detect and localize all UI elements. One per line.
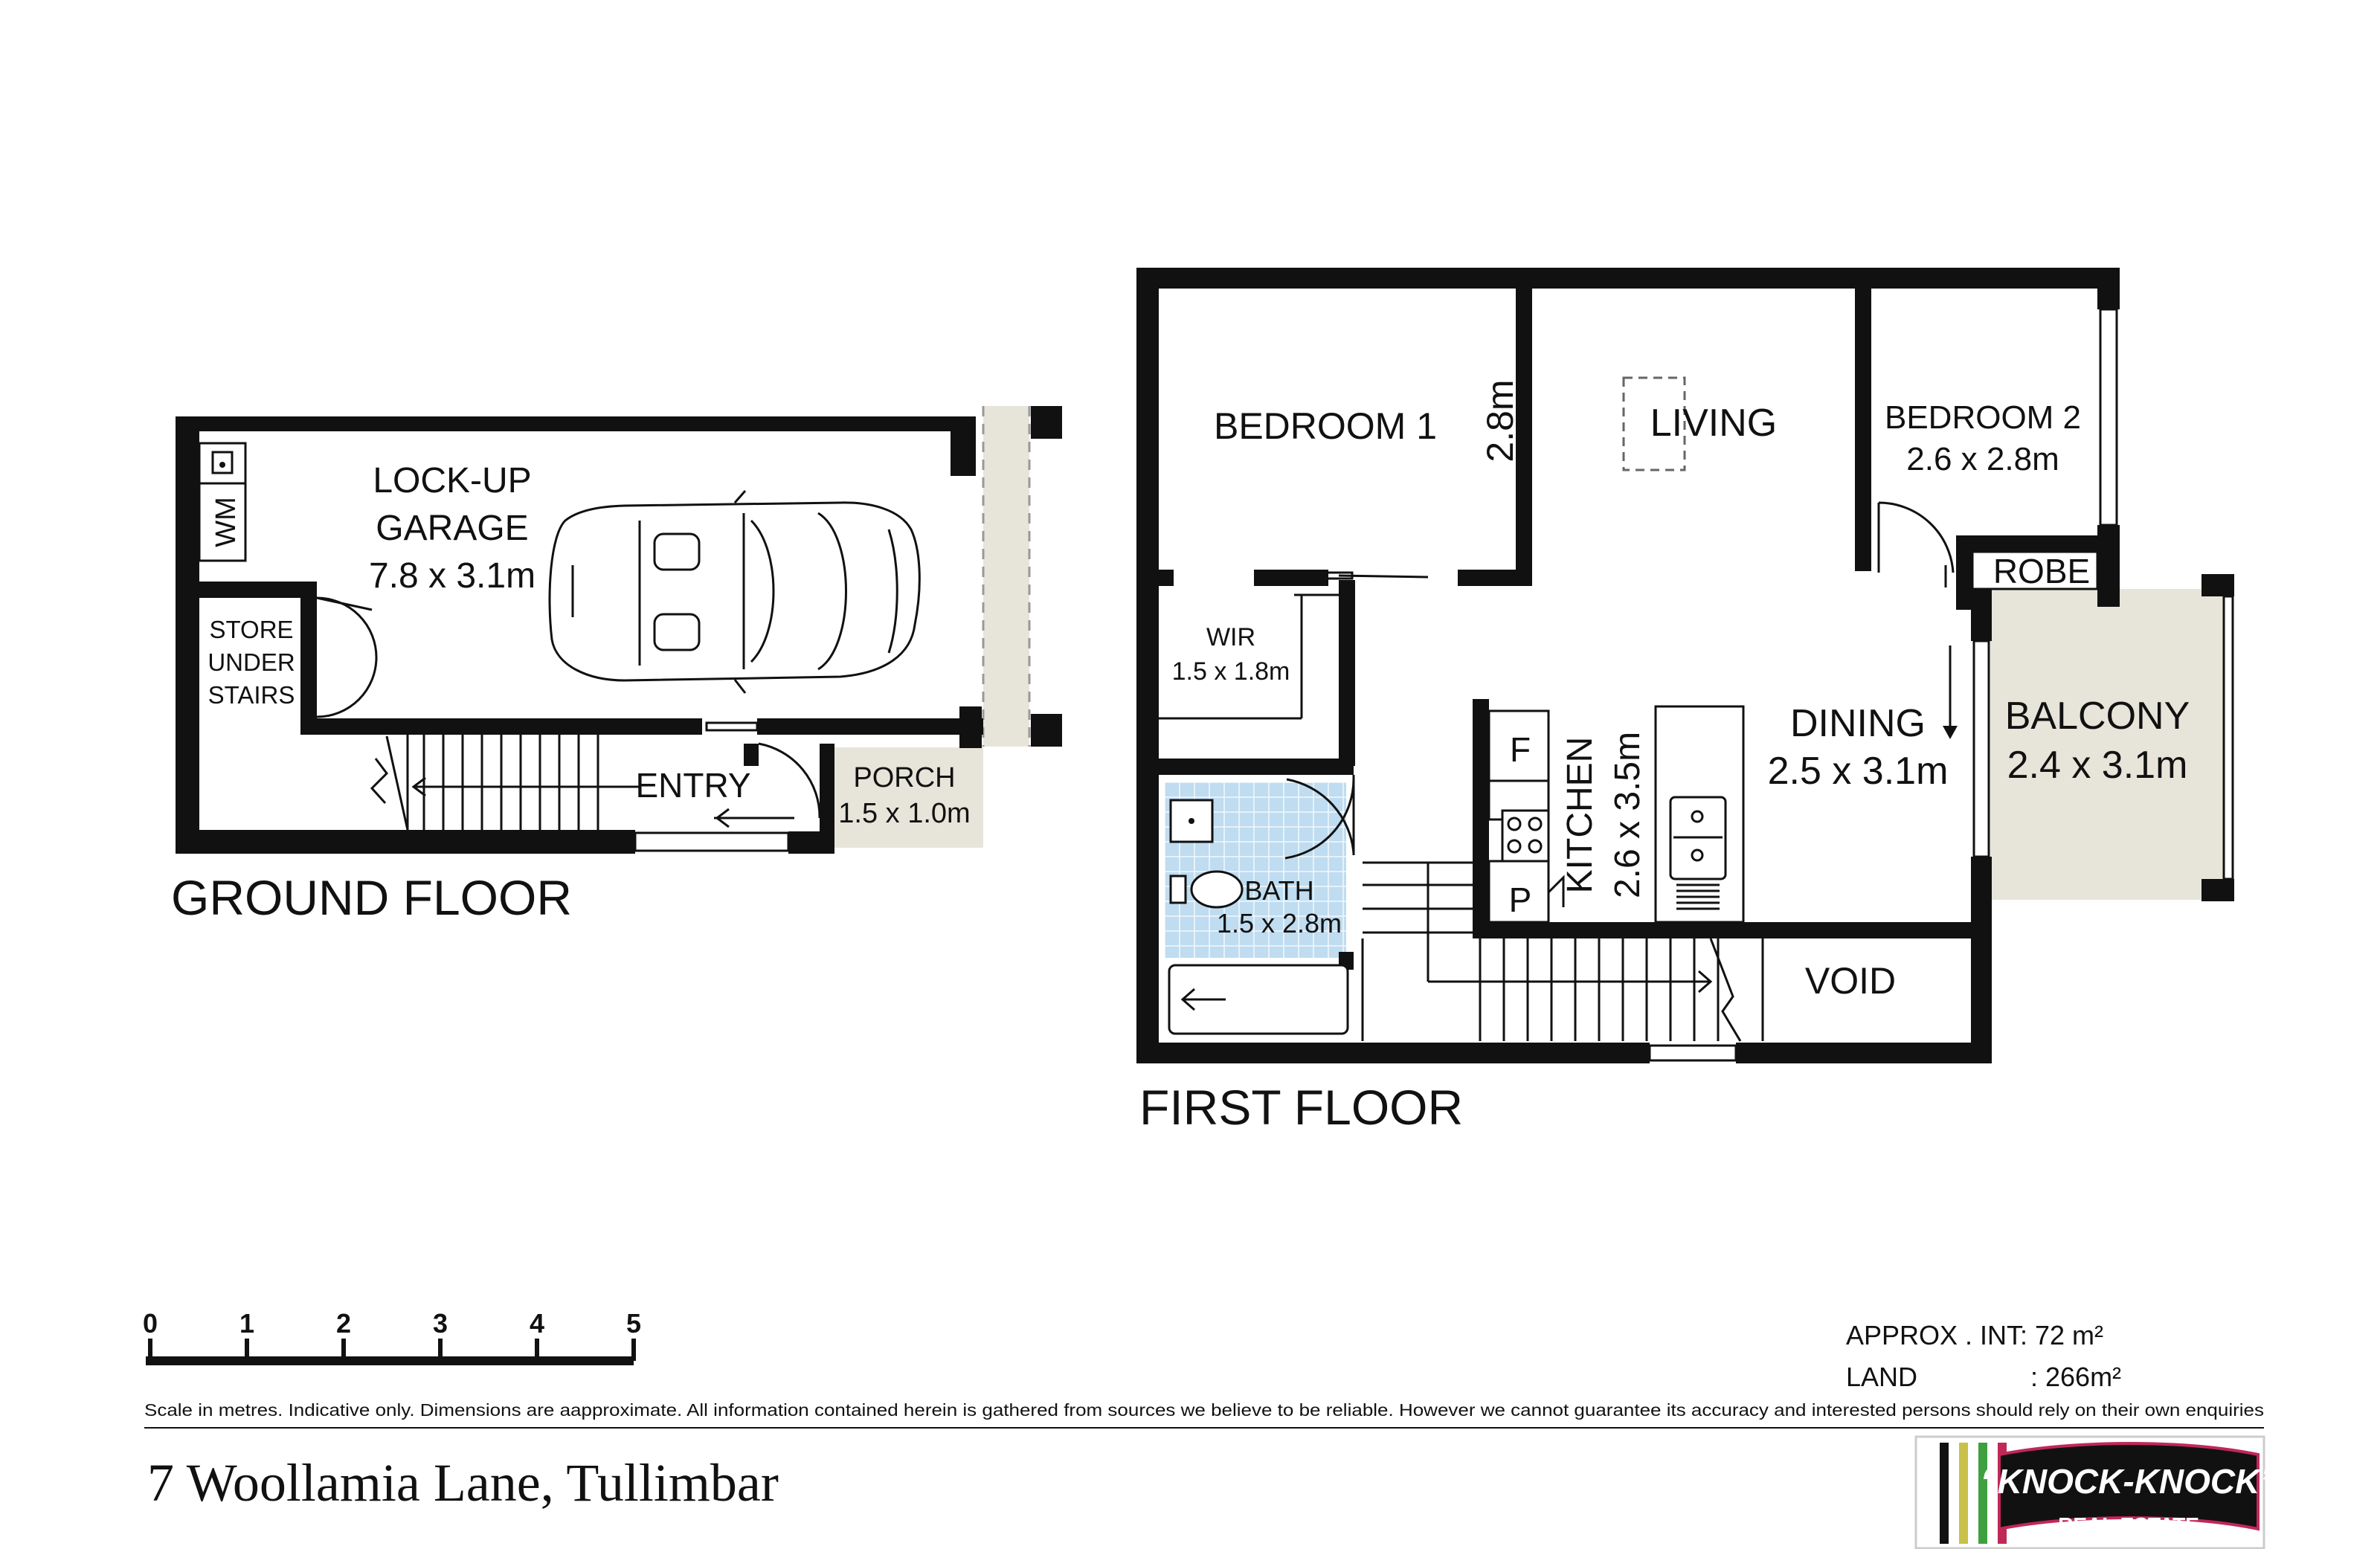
scale-tick-label: 4	[530, 1308, 544, 1339]
pantry-label: P	[1509, 880, 1532, 919]
bath-label: BATH	[1244, 875, 1313, 906]
scale-tick	[341, 1339, 346, 1361]
first-floor-title: FIRST FLOOR	[1139, 1080, 1463, 1135]
scale-tick-label: 1	[239, 1308, 254, 1339]
void-label: VOID	[1805, 960, 1896, 1002]
int-area-value: : 72 m²	[2020, 1320, 2103, 1350]
store-label-line3: STAIRS	[208, 681, 295, 709]
wm-label: WM	[210, 497, 242, 547]
scale-tick-label: 0	[143, 1308, 158, 1339]
ground-stairs	[370, 735, 794, 831]
garage-dims: 7.8 x 3.1m	[369, 556, 536, 596]
scale-tick	[535, 1339, 539, 1361]
scale-tick	[438, 1339, 443, 1361]
kitchen-label: KITCHEN	[1560, 737, 1600, 894]
land-area-label: LAND	[1846, 1362, 1917, 1392]
ground-floor-title: GROUND FLOOR	[171, 870, 572, 925]
garage-door-strip	[983, 406, 1029, 747]
logo-subtitle: REAL ESTATE	[2058, 1513, 2199, 1536]
bedroom1-label: BEDROOM 1	[1214, 405, 1437, 447]
bedroom1-dims: 2.8m	[1479, 379, 1521, 462]
scale-tick-label: 2	[336, 1308, 351, 1339]
store-label-line2: UNDER	[208, 648, 295, 676]
porch-area	[834, 747, 983, 848]
porch-label: PORCH	[853, 762, 955, 793]
wir-dims: 1.5 x 1.8m	[1172, 657, 1290, 686]
fridge-label: F	[1510, 730, 1531, 769]
balcony-label: BALCONY	[2005, 695, 2190, 738]
kitchen-dims: 2.6 x 3.5m	[1608, 732, 1647, 898]
land-area-value: : 266m²	[2030, 1362, 2121, 1392]
dining-dims: 2.5 x 3.1m	[1768, 750, 1949, 793]
store-label-line1: STORE	[209, 616, 293, 643]
area-summary: APPROX . INT : 72 m² LAND : 266m²	[1846, 1320, 2121, 1392]
car-icon	[548, 490, 921, 694]
scale-tick	[148, 1339, 152, 1361]
robe-label: ROBE	[1993, 552, 2090, 590]
ground-floor-plan: LOCK-UP GARAGE 7.8 x 3.1m WM STORE UNDER…	[171, 406, 1062, 925]
logo-name: “KNOCK-KNOCK”	[1981, 1462, 2277, 1501]
scale-bar: 0 1 2 3 4 5	[143, 1308, 641, 1365]
scale-tick-label: 5	[626, 1308, 641, 1339]
garage-label-line1: LOCK-UP	[373, 461, 531, 500]
dining-label: DINING	[1790, 702, 1926, 745]
porch-dims: 1.5 x 1.0m	[838, 798, 970, 829]
int-area-label: APPROX . INT	[1846, 1320, 2023, 1350]
property-address: 7 Woollamia Lane, Tullimbar	[147, 1453, 779, 1513]
balcony-dims: 2.4 x 3.1m	[2007, 744, 2188, 787]
agency-logo: “KNOCK-KNOCK” REAL ESTATE	[1914, 1435, 2277, 1549]
bath-dims: 1.5 x 2.8m	[1217, 908, 1342, 938]
bedroom2-label: BEDROOM 2	[1885, 399, 2081, 436]
disclaimer-text: Scale in metres. Indicative only. Dimens…	[144, 1400, 2264, 1420]
bedroom2-dims: 2.6 x 2.8m	[1906, 441, 2059, 477]
first-floor-plan: BEDROOM 1 2.8m LIVING BEDROOM 2 2.6 x 2.…	[1136, 268, 2234, 1135]
scale-tick-label: 3	[433, 1308, 448, 1339]
first-floor-stairs	[1361, 861, 1764, 1042]
entry-label: ENTRY	[635, 766, 750, 805]
living-label: LIVING	[1650, 402, 1778, 445]
wir-label: WIR	[1206, 623, 1255, 651]
garage-label-line2: GARAGE	[376, 509, 528, 548]
scale-tick	[245, 1339, 249, 1361]
scale-tick	[631, 1339, 636, 1361]
